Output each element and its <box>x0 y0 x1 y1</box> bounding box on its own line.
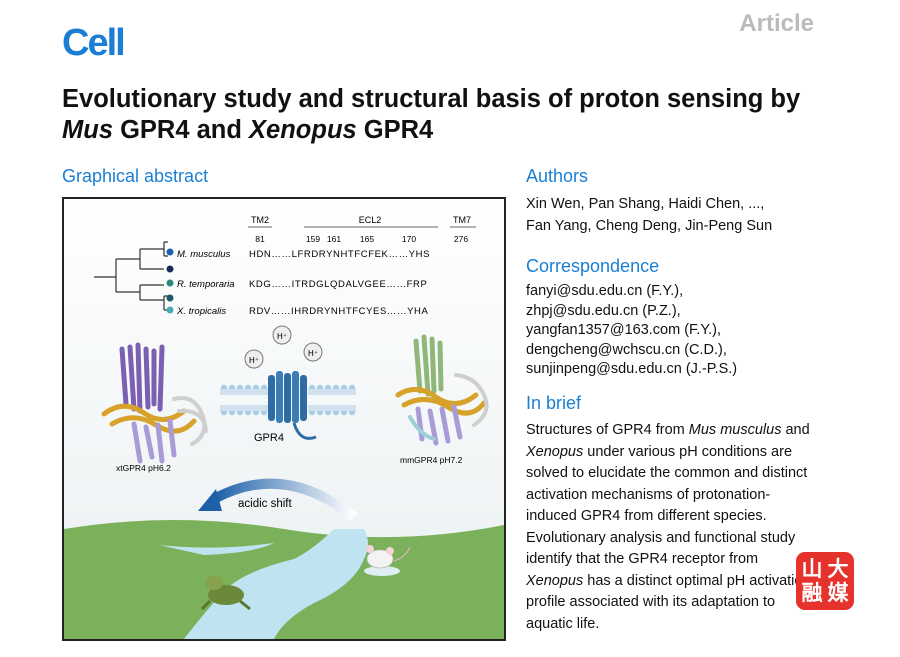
position-81: 81 <box>255 234 265 244</box>
paper-title: Evolutionary study and structural basis … <box>62 85 801 144</box>
email-link[interactable]: zhpj@sdu.edu.cn (P.Z.), <box>526 302 681 319</box>
correspondence-list: fanyi@sdu.edu.cn (F.Y.), zhpj@sdu.edu.cn… <box>526 282 856 380</box>
position-276: 276 <box>454 234 468 244</box>
graphical-abstract-heading: Graphical abstract <box>62 166 209 186</box>
species-name-tropicalis: X. tropicalis <box>176 306 226 317</box>
arrow-head <box>198 489 222 511</box>
position-161: 161 <box>327 234 341 244</box>
sequence-tropicalis: RDV……IHRDRYNHTFCYES……YHA <box>249 306 428 317</box>
tree-node-4 <box>166 294 174 302</box>
phylogenetic-tree <box>94 241 168 311</box>
mouse-illustration <box>364 545 411 576</box>
proton-label-3: H⁺ <box>308 349 318 358</box>
cell-logo: Cell <box>62 22 126 64</box>
article-type-label: Article <box>739 10 814 37</box>
river <box>184 529 368 639</box>
correspondence-heading: Correspondence <box>526 256 660 276</box>
species-name-temporaria: R. temporaria <box>177 279 235 290</box>
proton-label-2: H⁺ <box>249 356 259 365</box>
watermark-logo: 山大融媒 <box>796 552 854 610</box>
left-structure-label: xtGPR4 pH6.2 <box>116 463 171 473</box>
proton-ions <box>244 325 323 369</box>
river-branch <box>159 543 274 555</box>
arrow-label: acidic shift <box>238 498 292 510</box>
email-link[interactable]: fanyi@sdu.edu.cn (F.Y.), <box>526 283 684 299</box>
sequence-musculus: HDN……LFRDRYNHTFCFEK……YHS <box>249 249 430 260</box>
in-brief-text: Structures of GPR4 from Mus musculus and… <box>526 422 811 632</box>
sequence-temporaria: KDG……ITRDGLQDALVGEE……FRP <box>249 279 427 290</box>
cell-membrane <box>220 384 356 416</box>
frog-illustration <box>200 576 251 611</box>
email-link[interactable]: dengcheng@wchscu.cn (C.D.), <box>526 341 727 358</box>
proton-label-1: H⁺ <box>277 332 287 341</box>
email-link[interactable]: yangfan1357@163.com (F.Y.), <box>526 322 722 338</box>
tm7-header: TM7 <box>453 215 471 225</box>
author-line-2: Fan Yang, Cheng Deng, Jin-Peng Sun <box>526 218 773 234</box>
in-brief-heading: In brief <box>526 393 582 413</box>
email-link[interactable]: sunjinpeng@sdu.edu.cn (J.-P.S.) <box>526 361 738 377</box>
ecl2-header: ECL2 <box>359 215 382 225</box>
position-159: 159 <box>306 234 320 244</box>
author-list: Xin Wen, Pan Shang, Haidi Chen, ..., Fan… <box>526 193 856 237</box>
position-165: 165 <box>360 234 374 244</box>
left-protein-structure <box>101 342 208 464</box>
tm2-header: TM2 <box>251 215 269 225</box>
position-170: 170 <box>402 234 416 244</box>
acidic-shift-arrow <box>211 478 358 521</box>
tree-node-2 <box>166 265 174 273</box>
receptor-label: GPR4 <box>254 432 284 444</box>
right-protein-structure <box>395 334 489 446</box>
graphical-abstract-svg: TM2 ECL2 TM7 81 159 161 165 170 276 M. m… <box>64 199 504 639</box>
graphical-abstract-figure: TM2 ECL2 TM7 81 159 161 165 170 276 M. m… <box>62 197 506 641</box>
right-structure-label: mmGPR4 pH7.2 <box>400 455 463 465</box>
authors-heading: Authors <box>526 166 589 186</box>
tree-node-musculus <box>166 248 174 256</box>
tree-node-temporaria <box>166 279 174 287</box>
tree-node-tropicalis <box>166 306 174 314</box>
gpr4-receptor <box>268 371 317 440</box>
author-line-1: Xin Wen, Pan Shang, Haidi Chen, ..., <box>526 196 765 212</box>
species-name-musculus: M. musculus <box>177 249 231 260</box>
